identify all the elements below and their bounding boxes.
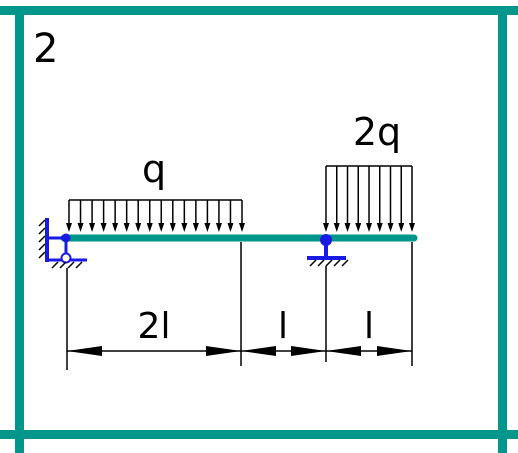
left-support [38,218,87,269]
load-2q-arrow-head [409,223,415,232]
dimension-arrowheads [67,346,412,356]
distributed-load-q [66,199,245,232]
left-support-pin-top [61,233,71,243]
dim2-right-arrowhead [291,346,326,356]
load-q-arrow-head [192,223,199,232]
panel-frame [0,6,518,453]
dimension-label-span-3: l [364,306,374,347]
load-q-arrow-head [169,223,176,232]
left-support-hatching [38,219,83,269]
load-2q-arrow-head [344,223,351,232]
load-q-arrow-head [89,223,96,232]
dim3-right-arrowhead [377,346,412,356]
load-q-arrows [66,200,245,232]
distributed-load-2q [323,165,415,232]
load-2q-arrow-head [333,223,340,232]
frame-bottom-border [0,430,518,439]
frame-top-border [0,6,518,15]
right-support [307,234,349,267]
load-2q-arrows [323,166,415,232]
load-q-arrow-head [123,223,130,232]
load-q-arrow-head [100,223,107,232]
load-q-arrow-head [66,223,72,232]
load-2q-arrow-head [398,223,405,232]
frame-left-border [15,6,24,453]
dim3-left-arrowhead [326,346,361,356]
panel-number: 2 [33,26,58,72]
load-2q-arrow-head [376,223,383,232]
right-support-pin [320,234,332,246]
left-support-pin-bottom [60,252,72,264]
load-q-arrow-head [227,223,234,232]
load-2q-arrow-head [323,223,329,232]
load-q-arrow-head [158,223,165,232]
load-q-arrow-head [112,223,119,232]
load-q-arrow-head [135,223,142,232]
dim2-left-arrowhead [241,346,276,356]
dim1-left-arrowhead [67,346,102,356]
dim1-right-arrowhead [206,346,241,356]
frame-right-border [498,6,507,453]
load-q-arrow-head [181,223,188,232]
load-2q-arrow-head [387,223,394,232]
dimension-label-span-1: 2l [138,306,171,347]
load-label-2q: 2q [353,110,401,154]
load-q-arrow-head [215,223,222,232]
load-label-q: q [142,147,166,191]
load-q-arrow-head [146,223,153,232]
load-q-arrow-head [239,223,245,232]
right-support-hatching [309,259,349,267]
dimension-label-span-2: l [278,306,288,347]
load-q-arrow-head [204,223,211,232]
load-2q-arrow-head [366,223,372,232]
load-2q-arrow-head [355,223,362,232]
load-q-arrow-head [77,223,84,232]
